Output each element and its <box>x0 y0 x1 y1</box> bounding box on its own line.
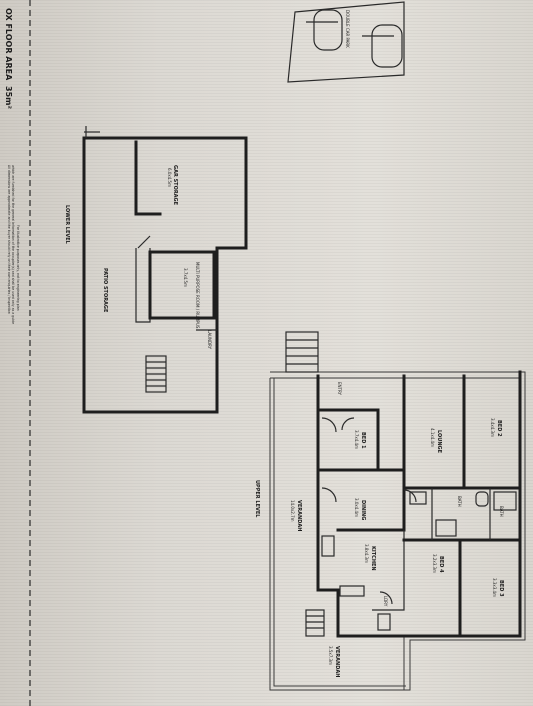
room-label: BATH <box>499 506 504 517</box>
room-size: 3.0x4.4m <box>354 498 359 517</box>
room-size: 3.7x4.4m <box>354 430 359 449</box>
room-label: MULTI PURPOSE ROOM / RUMPUS <box>195 262 200 329</box>
room-label: BED 2 <box>496 420 502 437</box>
room-label: VERANDAH <box>334 646 340 677</box>
disclaimer-note: For illustrative purposes only, not to e… <box>16 225 20 311</box>
parking-label: DOUBLE CAR PARK <box>345 10 350 48</box>
floor-area-value: 35m² <box>4 86 13 109</box>
room-label: GAR STORAGE <box>172 165 178 206</box>
room-label: DINING <box>360 500 366 520</box>
room-size: 3.3x3.4m <box>492 578 497 597</box>
room-label: BED 3 <box>498 580 504 597</box>
room-size: 6.0x4.5m <box>167 168 172 187</box>
room-label: KITCHEN <box>370 546 376 571</box>
car-parking: DOUBLE CAR PARK <box>287 1 405 83</box>
room-size: 3.7x4.5m <box>183 268 188 287</box>
room-size: 14.0x2.7m <box>290 500 295 522</box>
level-label: UPPER LEVEL <box>254 480 260 518</box>
room-label: VERANDAH <box>296 500 302 531</box>
room-label: LDRY <box>383 596 388 607</box>
disclaimer-note: which are furnished for the general info… <box>11 165 15 324</box>
room-label: ENTRY <box>337 382 342 395</box>
room-label: LAUNDRY <box>207 330 212 350</box>
room-label: BED 4 <box>438 556 444 573</box>
room-size: 3.5x7.3m <box>328 646 333 665</box>
room-label: BED 1 <box>360 432 366 449</box>
room-size: 3.4x4.3m <box>490 418 495 437</box>
level-label: LOWER LEVEL <box>64 205 70 245</box>
disclaimer-note: All dimensions are approximate and the b… <box>7 165 11 314</box>
lower-level-plan: GAR STORAGE 6.0x4.5m MULTI PURPOSE ROOM … <box>64 126 248 414</box>
room-label: PATIO STORAGE <box>102 268 108 313</box>
room-size: 3.2x3.3m <box>432 554 437 573</box>
upper-level-plan: UPPER LEVEL BED 2 3.4x4.3m LOUNGE 4.1x4.… <box>254 331 526 691</box>
room-label: LOUNGE <box>436 430 442 454</box>
room-label: BATH <box>457 496 462 507</box>
room-size: 4.1x4.4m <box>430 428 435 447</box>
room-size: 3.8x4.3m <box>364 544 369 563</box>
floor-area-title: OX FLOOR AREA <box>4 8 13 81</box>
